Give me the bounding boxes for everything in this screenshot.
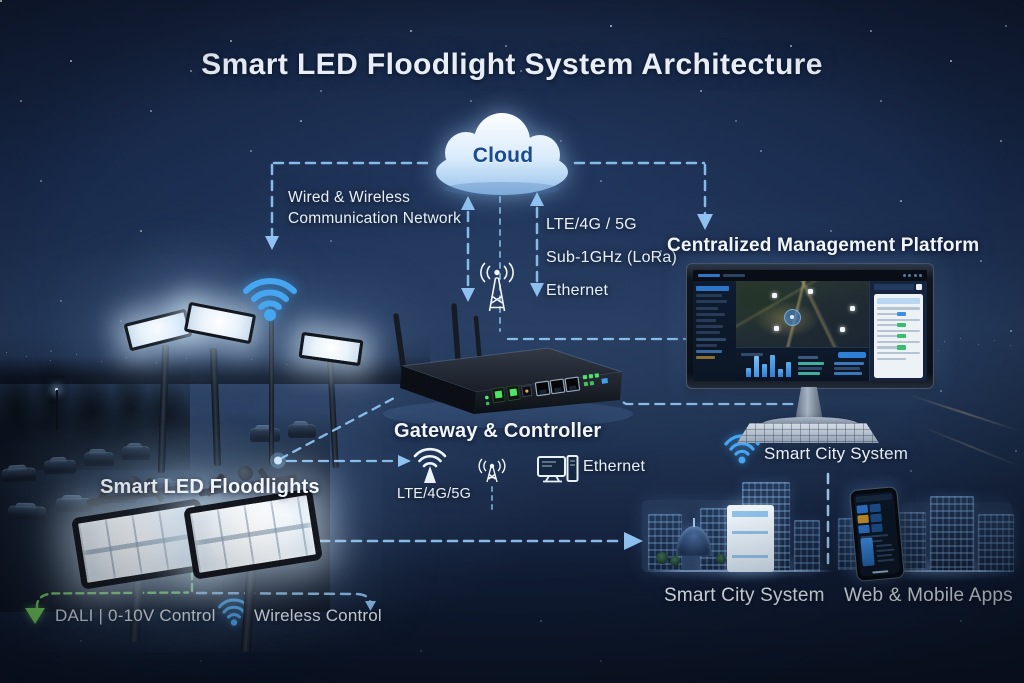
link-floodlight-gateway bbox=[278, 395, 398, 461]
topbar-menu bbox=[723, 274, 745, 277]
lte-antenna-icon bbox=[413, 447, 447, 483]
dashboard-analytics bbox=[736, 347, 869, 381]
floodlight-led-panel bbox=[183, 488, 323, 580]
ethernet-icon bbox=[537, 455, 579, 483]
wireless-control-label: Wireless Control bbox=[254, 606, 382, 625]
dashboard-button bbox=[838, 352, 866, 358]
sub1ghz-label: Sub-1GHz (LoRa) bbox=[546, 249, 678, 266]
floodlights-title: Smart LED Floodlights bbox=[100, 476, 320, 498]
dashboard-sidebar bbox=[693, 281, 736, 381]
cloud-label: Cloud bbox=[472, 144, 534, 167]
gateway-ethernet-label: Ethernet bbox=[583, 458, 646, 475]
page-title: Smart LED Floodlight System Architecture bbox=[201, 48, 823, 81]
wifi-icon-floodlights bbox=[243, 278, 297, 321]
mobile-app-screen bbox=[853, 491, 901, 577]
platform-title: Centralized Management Platform bbox=[667, 235, 980, 256]
network-label-line1: Wired & Wireless bbox=[288, 189, 411, 206]
city-building bbox=[794, 520, 820, 572]
tree bbox=[716, 554, 726, 564]
dashboard-right-panel bbox=[869, 281, 927, 381]
mobile-app-card bbox=[860, 537, 875, 567]
smart-city-system-label-bottom: Smart City System bbox=[664, 585, 825, 606]
lte-label: LTE/4G / 5G bbox=[546, 216, 637, 233]
dashboard-map bbox=[736, 281, 869, 347]
dashboard-screen bbox=[693, 270, 927, 381]
dashboard-topbar bbox=[693, 270, 927, 281]
radio-tower-icon-small bbox=[478, 458, 506, 483]
smart-city-system-label-monitor: Smart City System bbox=[764, 444, 909, 463]
tree bbox=[670, 556, 680, 566]
dali-triangle-icon bbox=[25, 608, 45, 624]
topbar-icons bbox=[902, 274, 922, 277]
city-document-panel bbox=[727, 505, 774, 572]
gateway-lte-label: LTE/4G/5G bbox=[397, 486, 472, 502]
gateway-title: Gateway & Controller bbox=[394, 420, 602, 442]
tree bbox=[656, 552, 668, 564]
web-mobile-apps-label: Web & Mobile Apps bbox=[844, 585, 1013, 606]
management-platform-monitor bbox=[686, 263, 934, 389]
ethernet-label-top: Ethernet bbox=[546, 282, 609, 299]
dali-control-label: DALI | 0-10V Control bbox=[55, 606, 216, 625]
dashboard-report-card bbox=[874, 294, 923, 378]
gateway-device bbox=[383, 303, 633, 428]
keyboard bbox=[737, 423, 879, 443]
city-building bbox=[978, 514, 1014, 572]
network-label-line2: Communication Network bbox=[288, 210, 462, 227]
topbar-logo bbox=[698, 274, 720, 277]
mobile-phone bbox=[849, 486, 905, 582]
radio-tower-icon bbox=[480, 262, 514, 312]
city-tower bbox=[930, 496, 974, 572]
